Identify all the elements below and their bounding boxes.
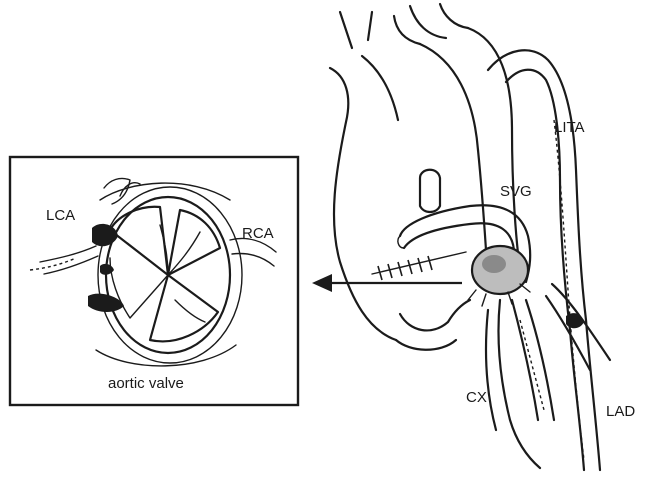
cx-label: CX xyxy=(466,389,487,406)
rca-label: RCA xyxy=(242,225,274,242)
aortic-valve-caption: aortic valve xyxy=(108,375,184,392)
suture-stitches xyxy=(378,256,432,280)
inset-frame xyxy=(10,157,298,405)
svg-label: SVG xyxy=(500,183,532,200)
lita-label: LITA xyxy=(554,119,585,136)
arrowhead xyxy=(312,274,332,292)
aortic-valve-inset: LCA RCA aortic valve xyxy=(10,157,298,405)
pointer-arrow xyxy=(312,274,462,292)
lad-label: LAD xyxy=(606,403,635,420)
lca-label: LCA xyxy=(46,207,75,224)
anastomosis-nodule xyxy=(468,246,530,306)
